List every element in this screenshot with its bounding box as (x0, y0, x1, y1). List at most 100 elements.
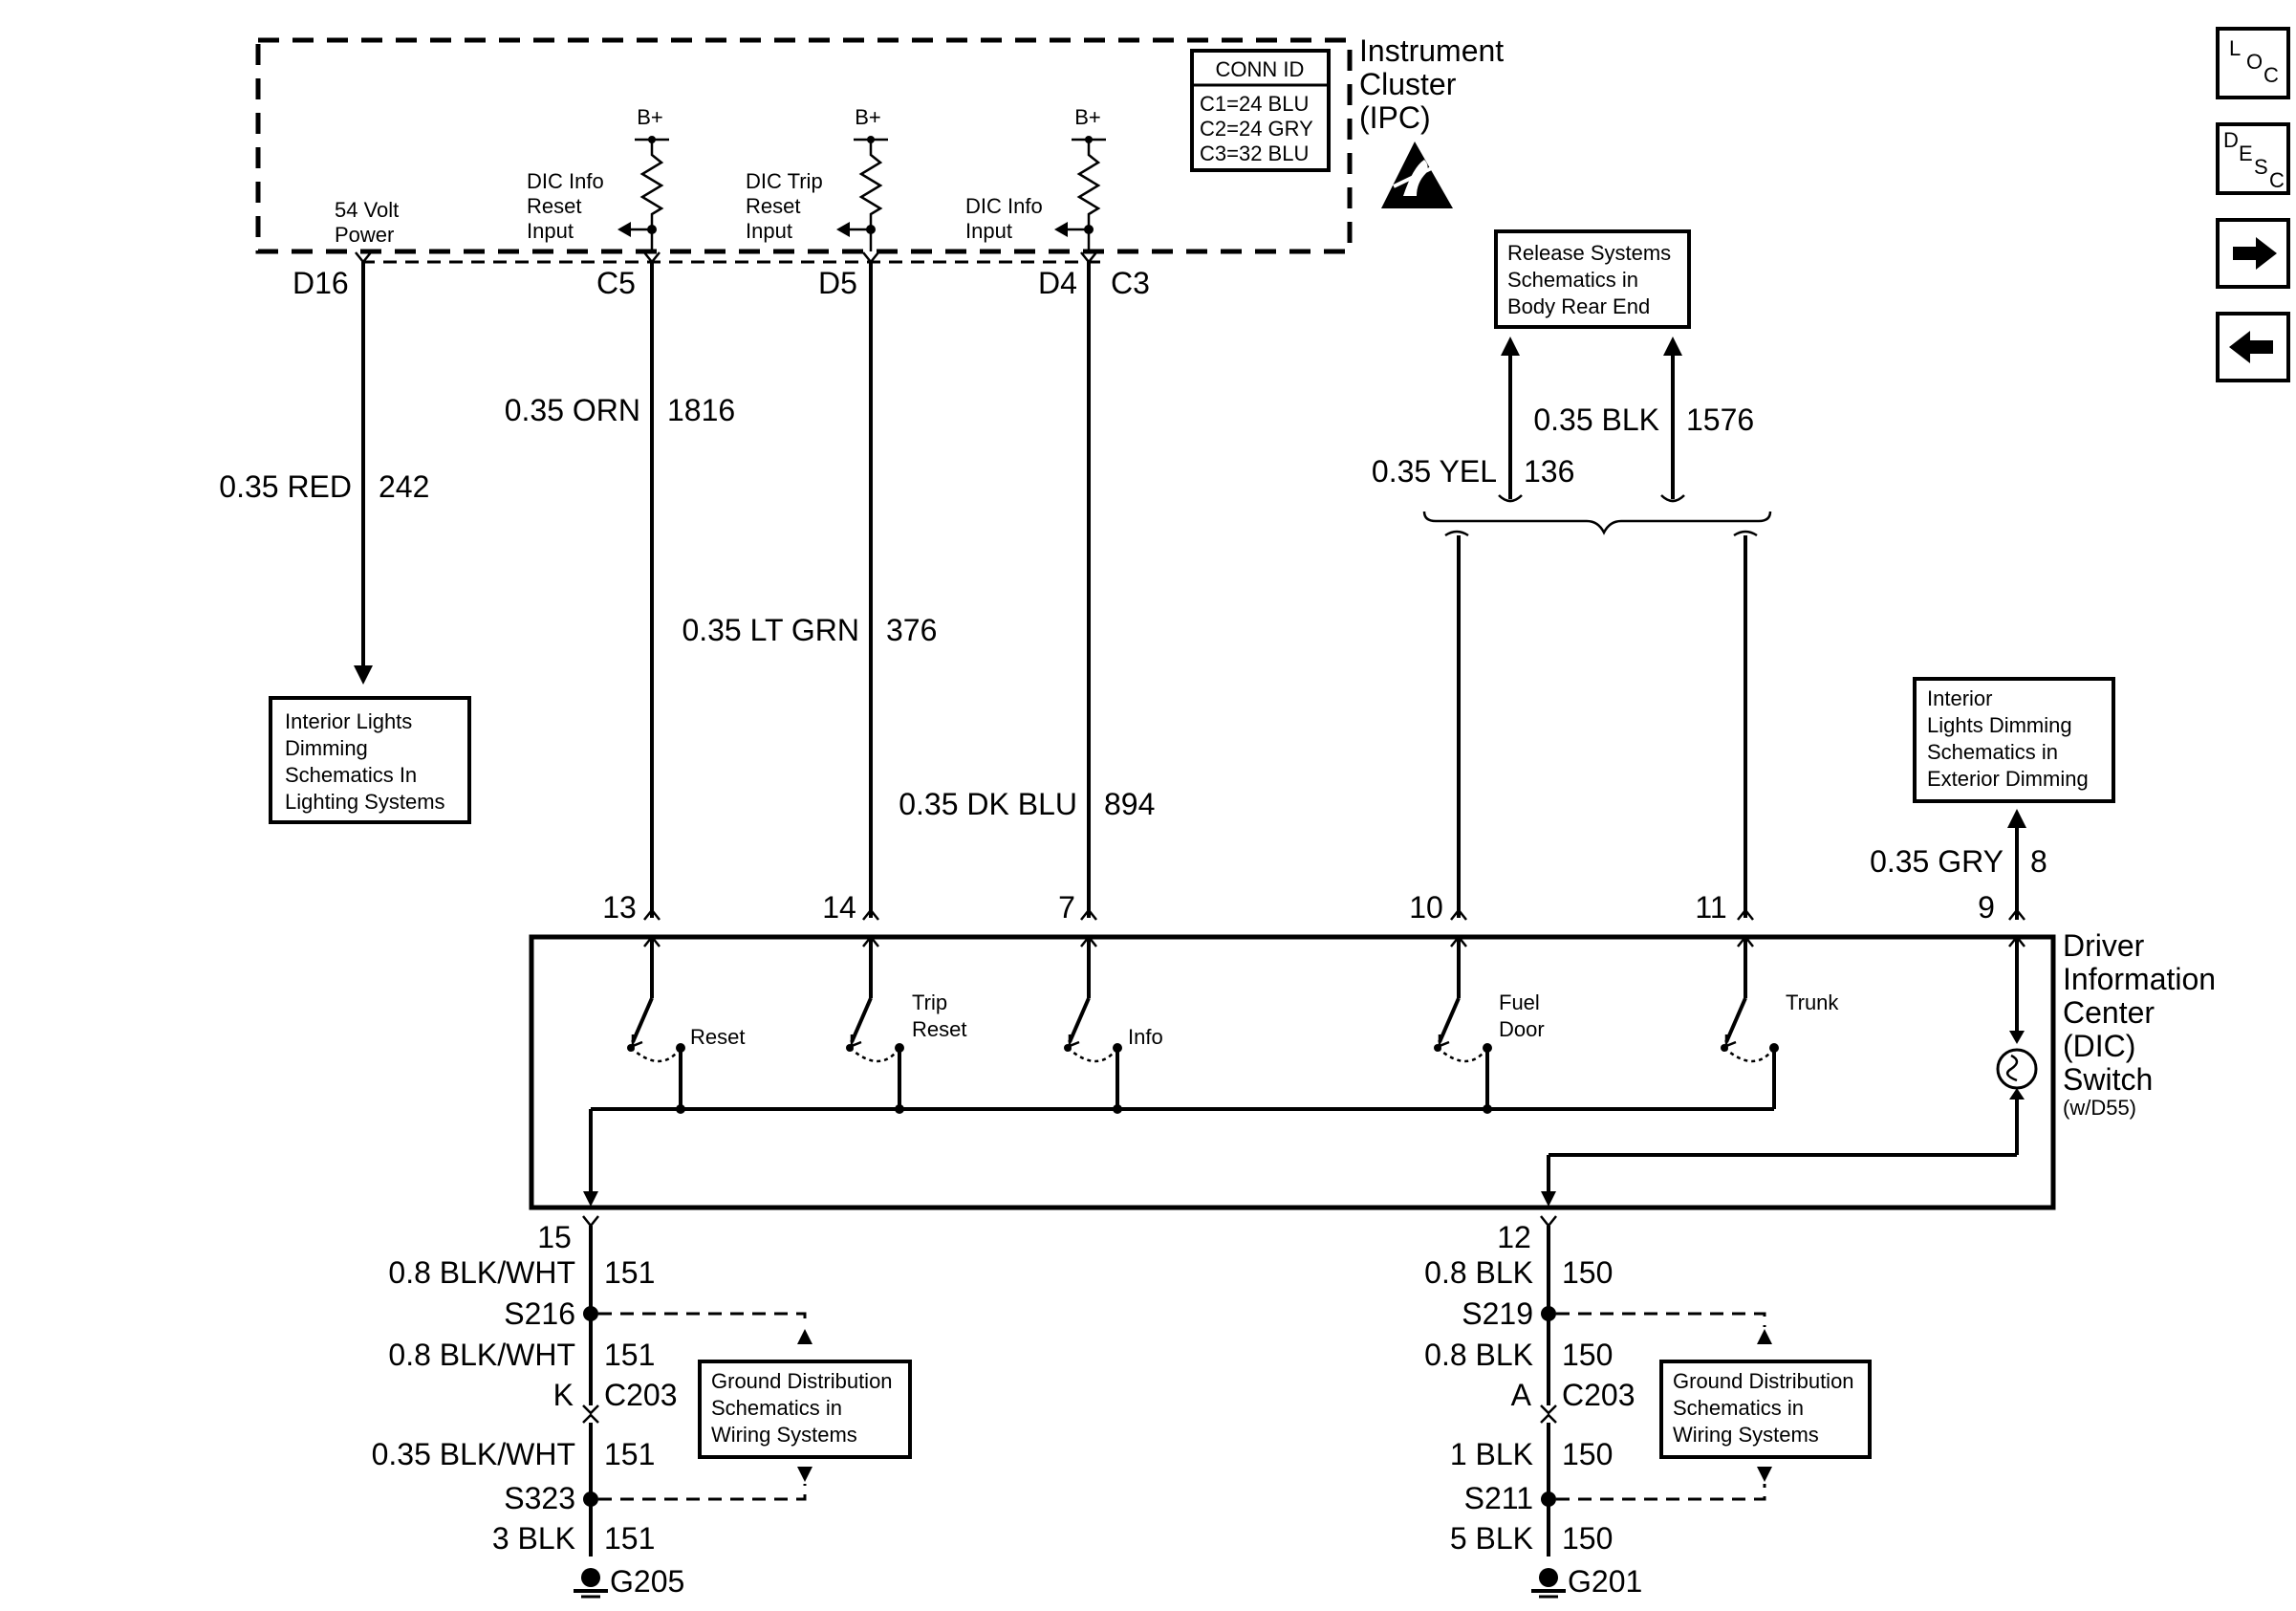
loc-button[interactable]: L O C (2216, 27, 2290, 99)
ground-label: G205 (610, 1564, 684, 1599)
wire-gauge: 0.8 BLK/WHT (388, 1338, 575, 1372)
wire-circuit: 150 (1562, 1255, 1613, 1290)
ref-text: Lights Dimming (1927, 713, 2072, 737)
input-label: DIC Trip (746, 169, 823, 193)
wire-gauge: 5 BLK (1450, 1521, 1533, 1556)
dic-note: (w/D55) (2063, 1096, 2136, 1120)
ref-text: Body Rear End (1507, 294, 1650, 318)
wire-circuit: 150 (1562, 1521, 1613, 1556)
wire-circuit: 151 (604, 1437, 655, 1471)
pullup-resistor (1054, 136, 1106, 251)
wire-circuit: 151 (604, 1338, 655, 1372)
ref-text: Dimming (285, 736, 368, 760)
dic-pin: 11 (1695, 890, 1726, 925)
ground-path-right: 0.8 BLK 150 S219 0.8 BLK 150 A C203 1 BL… (1424, 1215, 1772, 1599)
conn-id-row: C3=32 BLU (1200, 142, 1309, 165)
wire-gauge: 0.35 LT GRN (682, 613, 859, 647)
ground-distribution-ref-box-right[interactable]: Ground Distribution Schematics in Wiring… (1659, 1360, 1872, 1459)
splice-label: S216 (504, 1296, 575, 1331)
dic-title-line: Driver (2063, 928, 2145, 963)
exterior-dimming-ref-box[interactable]: Interior Lights Dimming Schematics in Ex… (1913, 677, 2115, 803)
pin-label: D4 (1038, 266, 1077, 300)
ref-text: Wiring Systems (1673, 1423, 1819, 1447)
ref-text: Ground Distribution (711, 1369, 893, 1393)
dic-title-line: Information (2063, 962, 2216, 996)
ref-text: Schematics in (1507, 268, 1638, 292)
loc-letter: L (2229, 36, 2241, 60)
pin-label: C5 (596, 266, 636, 300)
conn-id-table: CONN ID C1=24 BLU C2=24 GRY C3=32 BLU (1190, 49, 1331, 172)
pin-label: D16 (292, 266, 349, 300)
dic-pin: 12 (1497, 1220, 1531, 1254)
ref-text: Exterior Dimming (1927, 767, 2089, 791)
dic-title-line: (DIC) (2063, 1029, 2135, 1063)
info-switch: Info (1064, 939, 1163, 1109)
ground-path-left: 0.8 BLK/WHT 151 S216 0.8 BLK/WHT 151 K C… (372, 1215, 812, 1599)
pin-label: C3 (1111, 266, 1150, 300)
wire-gauge: 3 BLK (492, 1521, 575, 1556)
release-systems-branch: 0.35 YEL 136 0.35 BLK 1576 (1372, 337, 1772, 921)
ipc-boundary (255, 37, 1353, 254)
pullup-resistor (836, 136, 888, 251)
dic-pin: 13 (602, 890, 637, 925)
desc-letter: E (2239, 142, 2253, 165)
ground-symbol-icon (574, 1568, 608, 1599)
trunk-switch: Trunk (1721, 939, 1839, 1109)
ground-distribution-ref-box-left[interactable]: Ground Distribution Schematics in Wiring… (698, 1360, 912, 1459)
wire-circuit: 8 (2030, 844, 2047, 879)
desc-letter: S (2254, 155, 2268, 179)
dic-pin: 14 (822, 890, 856, 925)
wire-gauge: 0.8 BLK/WHT (388, 1255, 575, 1290)
conn-id-header: CONN ID (1216, 57, 1305, 81)
switch-label: Reset (912, 1017, 966, 1041)
connector-pin: K (553, 1378, 574, 1412)
input-label: DIC Info (965, 194, 1043, 218)
previous-page-button[interactable] (2216, 312, 2290, 382)
ground-symbol-icon (1531, 1568, 1566, 1599)
splice-label: S323 (504, 1481, 575, 1515)
ref-text: Interior Lights (285, 709, 412, 733)
ref-text: Schematics in (1927, 740, 2058, 764)
wire-circuit: 150 (1562, 1437, 1613, 1471)
connector-pin: A (1511, 1378, 1532, 1412)
conn-id-row: C2=24 GRY (1200, 117, 1313, 141)
desc-letter: D (2223, 128, 2239, 152)
reset-switch: Reset (627, 939, 745, 1109)
ipc-title-line-1: Instrument (1359, 33, 1504, 68)
wire-1816: 0.35 ORN 1816 (505, 251, 735, 921)
dic-pin: 7 (1058, 890, 1075, 925)
ref-text: Ground Distribution (1673, 1369, 1854, 1393)
wire-894: 0.35 DK BLU 894 (899, 251, 1155, 921)
power-label: Power (335, 223, 394, 247)
ref-text: Wiring Systems (711, 1423, 857, 1447)
wire-gauge: 0.8 BLK (1424, 1255, 1533, 1290)
dic-pin: 9 (1978, 890, 1995, 925)
splice-label: S219 (1462, 1296, 1533, 1331)
dimmer-rheostat (1541, 939, 2038, 1207)
switch-label: Info (1128, 1025, 1163, 1049)
bplus-label: B+ (637, 105, 663, 129)
fuel-door-switch: Fuel Door (1434, 939, 1545, 1109)
wire-gauge: 0.35 GRY (1870, 844, 2004, 879)
ipc-title-line-3: (IPC) (1359, 100, 1431, 135)
switch-label: Trip (912, 991, 947, 1014)
input-label: Input (746, 219, 792, 243)
wire-gauge: 1 BLK (1450, 1437, 1533, 1471)
interior-lighting-ref-box[interactable]: Interior Lights Dimming Schematics In Li… (269, 696, 471, 824)
release-systems-ref-box[interactable]: Release Systems Schematics in Body Rear … (1494, 229, 1691, 329)
trip-reset-switch: Trip Reset (846, 939, 966, 1109)
dic-pin: 15 (537, 1220, 572, 1254)
connector-label: C203 (1562, 1378, 1635, 1412)
ref-text: Schematics in (711, 1396, 842, 1420)
pin-label: D5 (818, 266, 857, 300)
wire-242: 0.35 RED 242 (219, 251, 429, 685)
next-page-button[interactable] (2216, 218, 2290, 289)
desc-button[interactable]: D E S C (2216, 122, 2290, 195)
dic-boundary (529, 934, 2056, 1210)
ipc-title-line-2: Cluster (1359, 67, 1457, 101)
arrow-right-icon (2233, 237, 2277, 270)
arrow-left-icon (2229, 331, 2273, 363)
ref-text: Schematics In (285, 763, 417, 787)
wire-circuit: 151 (604, 1255, 655, 1290)
wire-gauge: 0.35 ORN (505, 393, 640, 427)
